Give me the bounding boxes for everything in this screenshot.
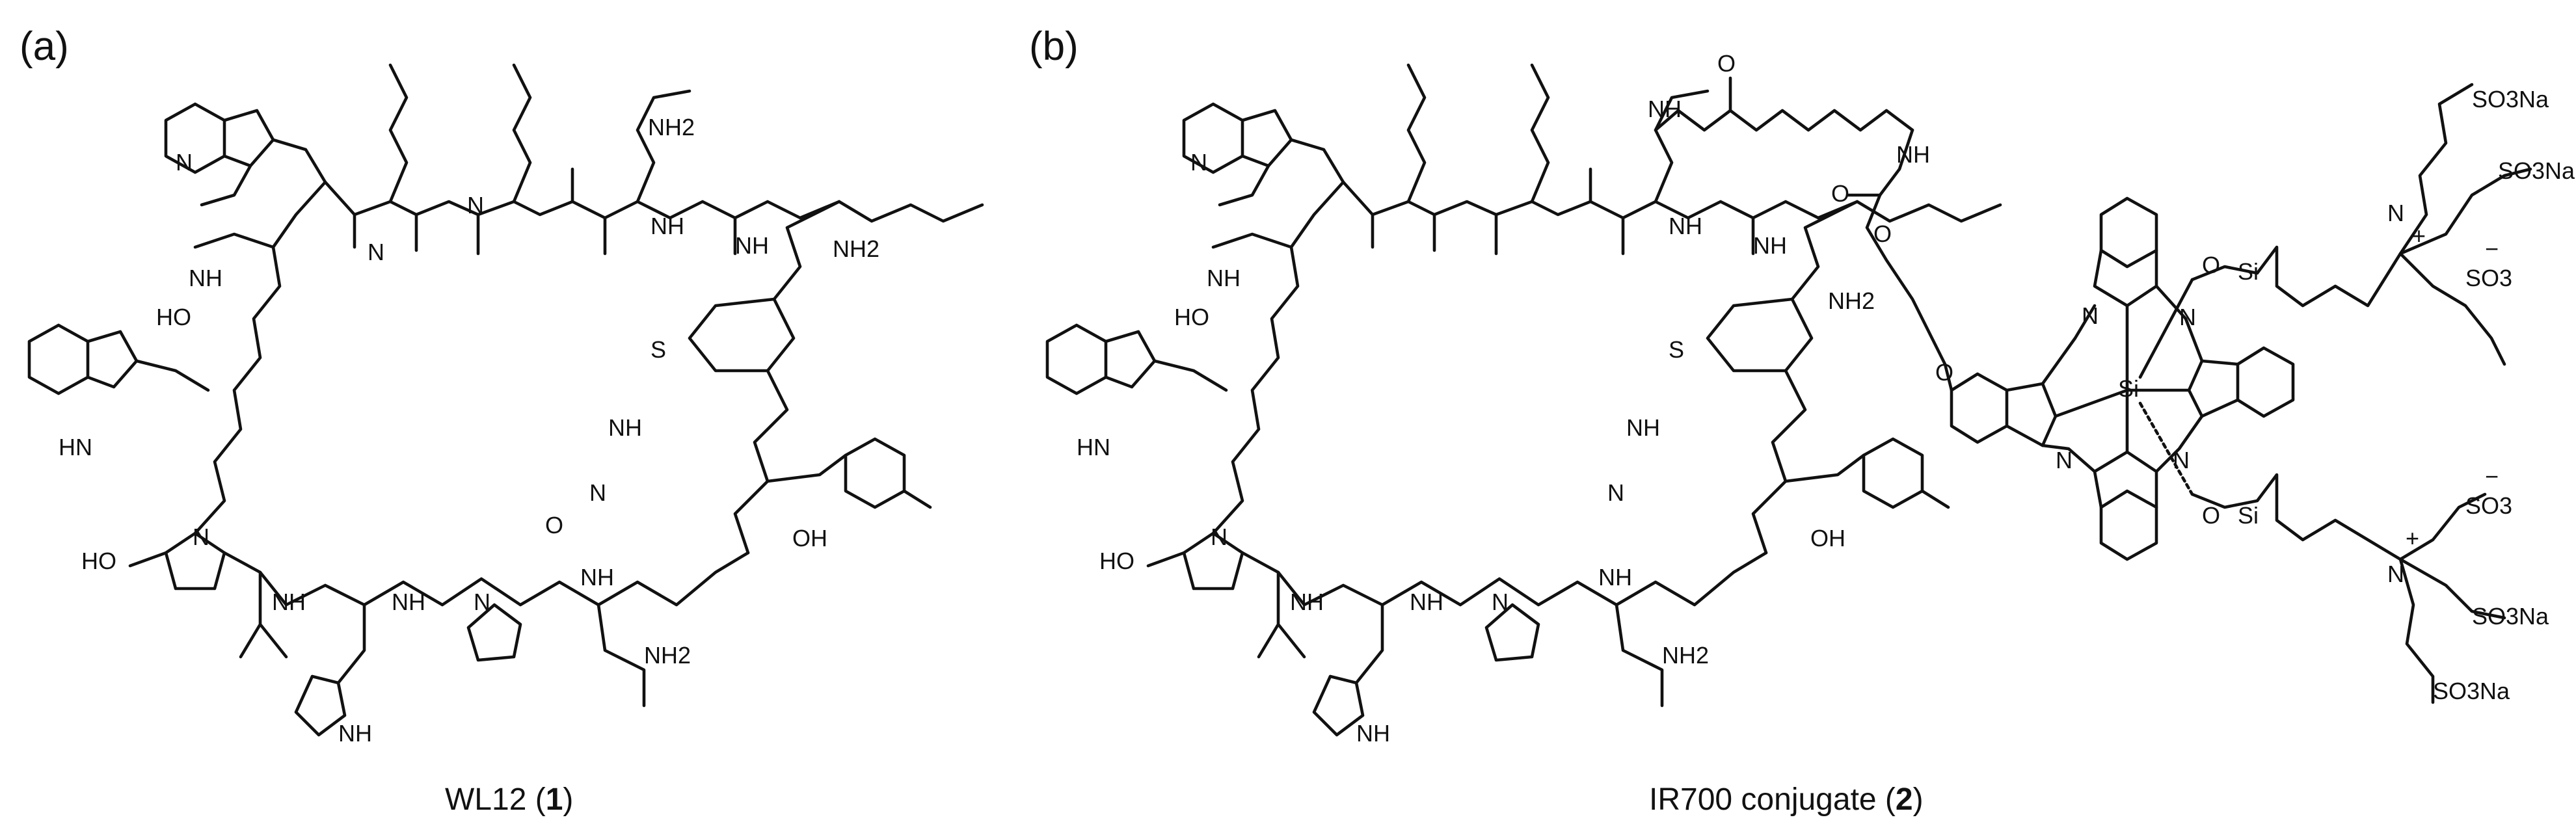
charge-plus-2: + xyxy=(2406,525,2419,551)
atom-n-me-1: N xyxy=(368,239,384,265)
b-atom-o-ester: O xyxy=(1873,220,1892,247)
caption-a-name: WL12 ( xyxy=(445,782,546,817)
atom-n-meso2: N xyxy=(2179,304,2196,330)
atom-s-cys: S xyxy=(651,336,666,363)
atom-nh-gly: NH xyxy=(735,232,769,259)
atom-o-1: O xyxy=(545,512,563,538)
b-atom-nh-cys: NH xyxy=(1669,213,1702,239)
atom-nh-leu: NH xyxy=(272,589,306,615)
atom-nh-cys: NH xyxy=(651,213,684,239)
caption-b-num: 2 xyxy=(1896,782,1913,817)
atom-nh2-orn: NH2 xyxy=(648,114,695,140)
atom-si-2: Si xyxy=(2238,502,2259,529)
caption-b-name: IR700 conjugate ( xyxy=(1649,782,1896,817)
charge-minus-1: − xyxy=(2485,235,2499,262)
panel-b-label: (b) xyxy=(1029,24,1079,69)
atom-n-meso3: N xyxy=(2056,447,2073,473)
b-atom-nh-leu: NH xyxy=(1290,589,1324,615)
b-atom-nh-gly: NH xyxy=(1753,232,1787,259)
b-atom-oh-tyr: OH xyxy=(1810,525,1845,551)
caption-a-close: ) xyxy=(563,782,573,817)
atom-n-meso4: N xyxy=(2173,447,2190,473)
b-atom-nh-tyr: NH xyxy=(1626,414,1660,441)
so3-minus-1: SO3 xyxy=(2465,265,2512,291)
atom-nh2-asn: NH2 xyxy=(644,642,691,669)
lower-arm: O Si N + SO3 − SO3Na SO3Na xyxy=(2190,463,2549,704)
ir700-core: Si N N N N xyxy=(1943,196,2295,561)
b-atom-n-indole-1: N xyxy=(1190,149,1207,176)
caption-b: IR700 conjugate (2) xyxy=(1649,782,1924,817)
b-atom-s-cys: S xyxy=(1669,336,1684,363)
b-atom-n-hyp: N xyxy=(1211,524,1228,550)
atom-si-core: Si xyxy=(2118,375,2139,402)
b-atom-nh2-asn: NH2 xyxy=(1662,642,1709,669)
b-atom-nh-asn: NH xyxy=(1598,564,1632,591)
b-atom-n-pro: N xyxy=(1492,589,1509,615)
atom-nh-his: NH xyxy=(392,589,425,615)
b-atom-o-carb: O xyxy=(1831,180,1849,207)
caption-a: WL12 (1) xyxy=(445,782,573,817)
atom-n-plus-2: N xyxy=(2387,561,2404,587)
atom-nh2-gly: NH2 xyxy=(833,235,879,262)
b-atom-nh-imid: NH xyxy=(1356,720,1390,747)
atom-n-indole-1: N xyxy=(176,149,193,176)
panel-a-label: (a) xyxy=(20,24,69,69)
atom-oh-tyr: OH xyxy=(792,525,827,551)
panel-b: (b) NH HO HN HO N NH NH N NH NH2 NH N NH… xyxy=(1029,24,2575,817)
b-atom-nh-linker1: NH xyxy=(1648,96,1682,122)
so3-minus-2: SO3 xyxy=(2465,492,2512,519)
atom-o-si1: O xyxy=(2202,252,2220,278)
atom-n-pro: N xyxy=(474,589,490,615)
b-atom-nh-linker2: NH xyxy=(1896,141,1930,168)
atom-nh-tyr: NH xyxy=(608,414,642,441)
atom-nh-asn: NH xyxy=(580,564,614,591)
conjugate-peptide: NH HO HN HO N NH NH N NH NH2 NH N NH OH … xyxy=(1047,65,2000,747)
atom-ho-hyp: HO xyxy=(81,548,116,574)
atom-ho: HO xyxy=(156,304,191,330)
caption-b-close: ) xyxy=(1913,782,1924,817)
atom-n-meso1: N xyxy=(2082,302,2099,329)
b-atom-nh-his: NH xyxy=(1410,589,1443,615)
so3na-2: SO3Na xyxy=(2498,157,2575,184)
atom-n-hyp: N xyxy=(193,524,209,550)
b-atom-ho-hyp: HO xyxy=(1099,548,1134,574)
atom-hn-indole: HN xyxy=(59,434,92,460)
charge-minus-2: − xyxy=(2485,463,2499,490)
atom-o-si2: O xyxy=(2202,502,2220,529)
caption-a-num: 1 xyxy=(546,782,563,817)
wl12-structure: NH HO HN HO N NH NH N NH NH2 NH O N NH O… xyxy=(29,65,982,747)
b-atom-ho: HO xyxy=(1174,304,1209,330)
charge-plus-1: + xyxy=(2412,222,2426,249)
so3na-4: SO3Na xyxy=(2433,678,2510,704)
atom-nh: NH xyxy=(189,265,222,291)
upper-arm: O Si N + SO3Na SO3Na SO3 − xyxy=(2190,83,2575,366)
atom-n-me-2: N xyxy=(467,192,484,219)
atom-n-plus-1: N xyxy=(2387,200,2404,226)
b-atom-o-linker1: O xyxy=(1717,50,1736,77)
atom-n-me-ala: N xyxy=(589,479,606,506)
b-atom-nh: NH xyxy=(1207,265,1241,291)
b-atom-nh2-gly: NH2 xyxy=(1828,287,1875,314)
atom-si-1: Si xyxy=(2238,258,2259,285)
b-atom-n-me-ala: N xyxy=(1607,479,1624,506)
b-atom-hn-indole: HN xyxy=(1077,434,1110,460)
so3na-3: SO3Na xyxy=(2472,603,2549,630)
panel-a: (a) NH HO HN HO N NH NH N NH NH2 NH O N … xyxy=(20,24,982,817)
so3na-1: SO3Na xyxy=(2472,86,2549,113)
atom-nh-imid: NH xyxy=(338,720,372,747)
